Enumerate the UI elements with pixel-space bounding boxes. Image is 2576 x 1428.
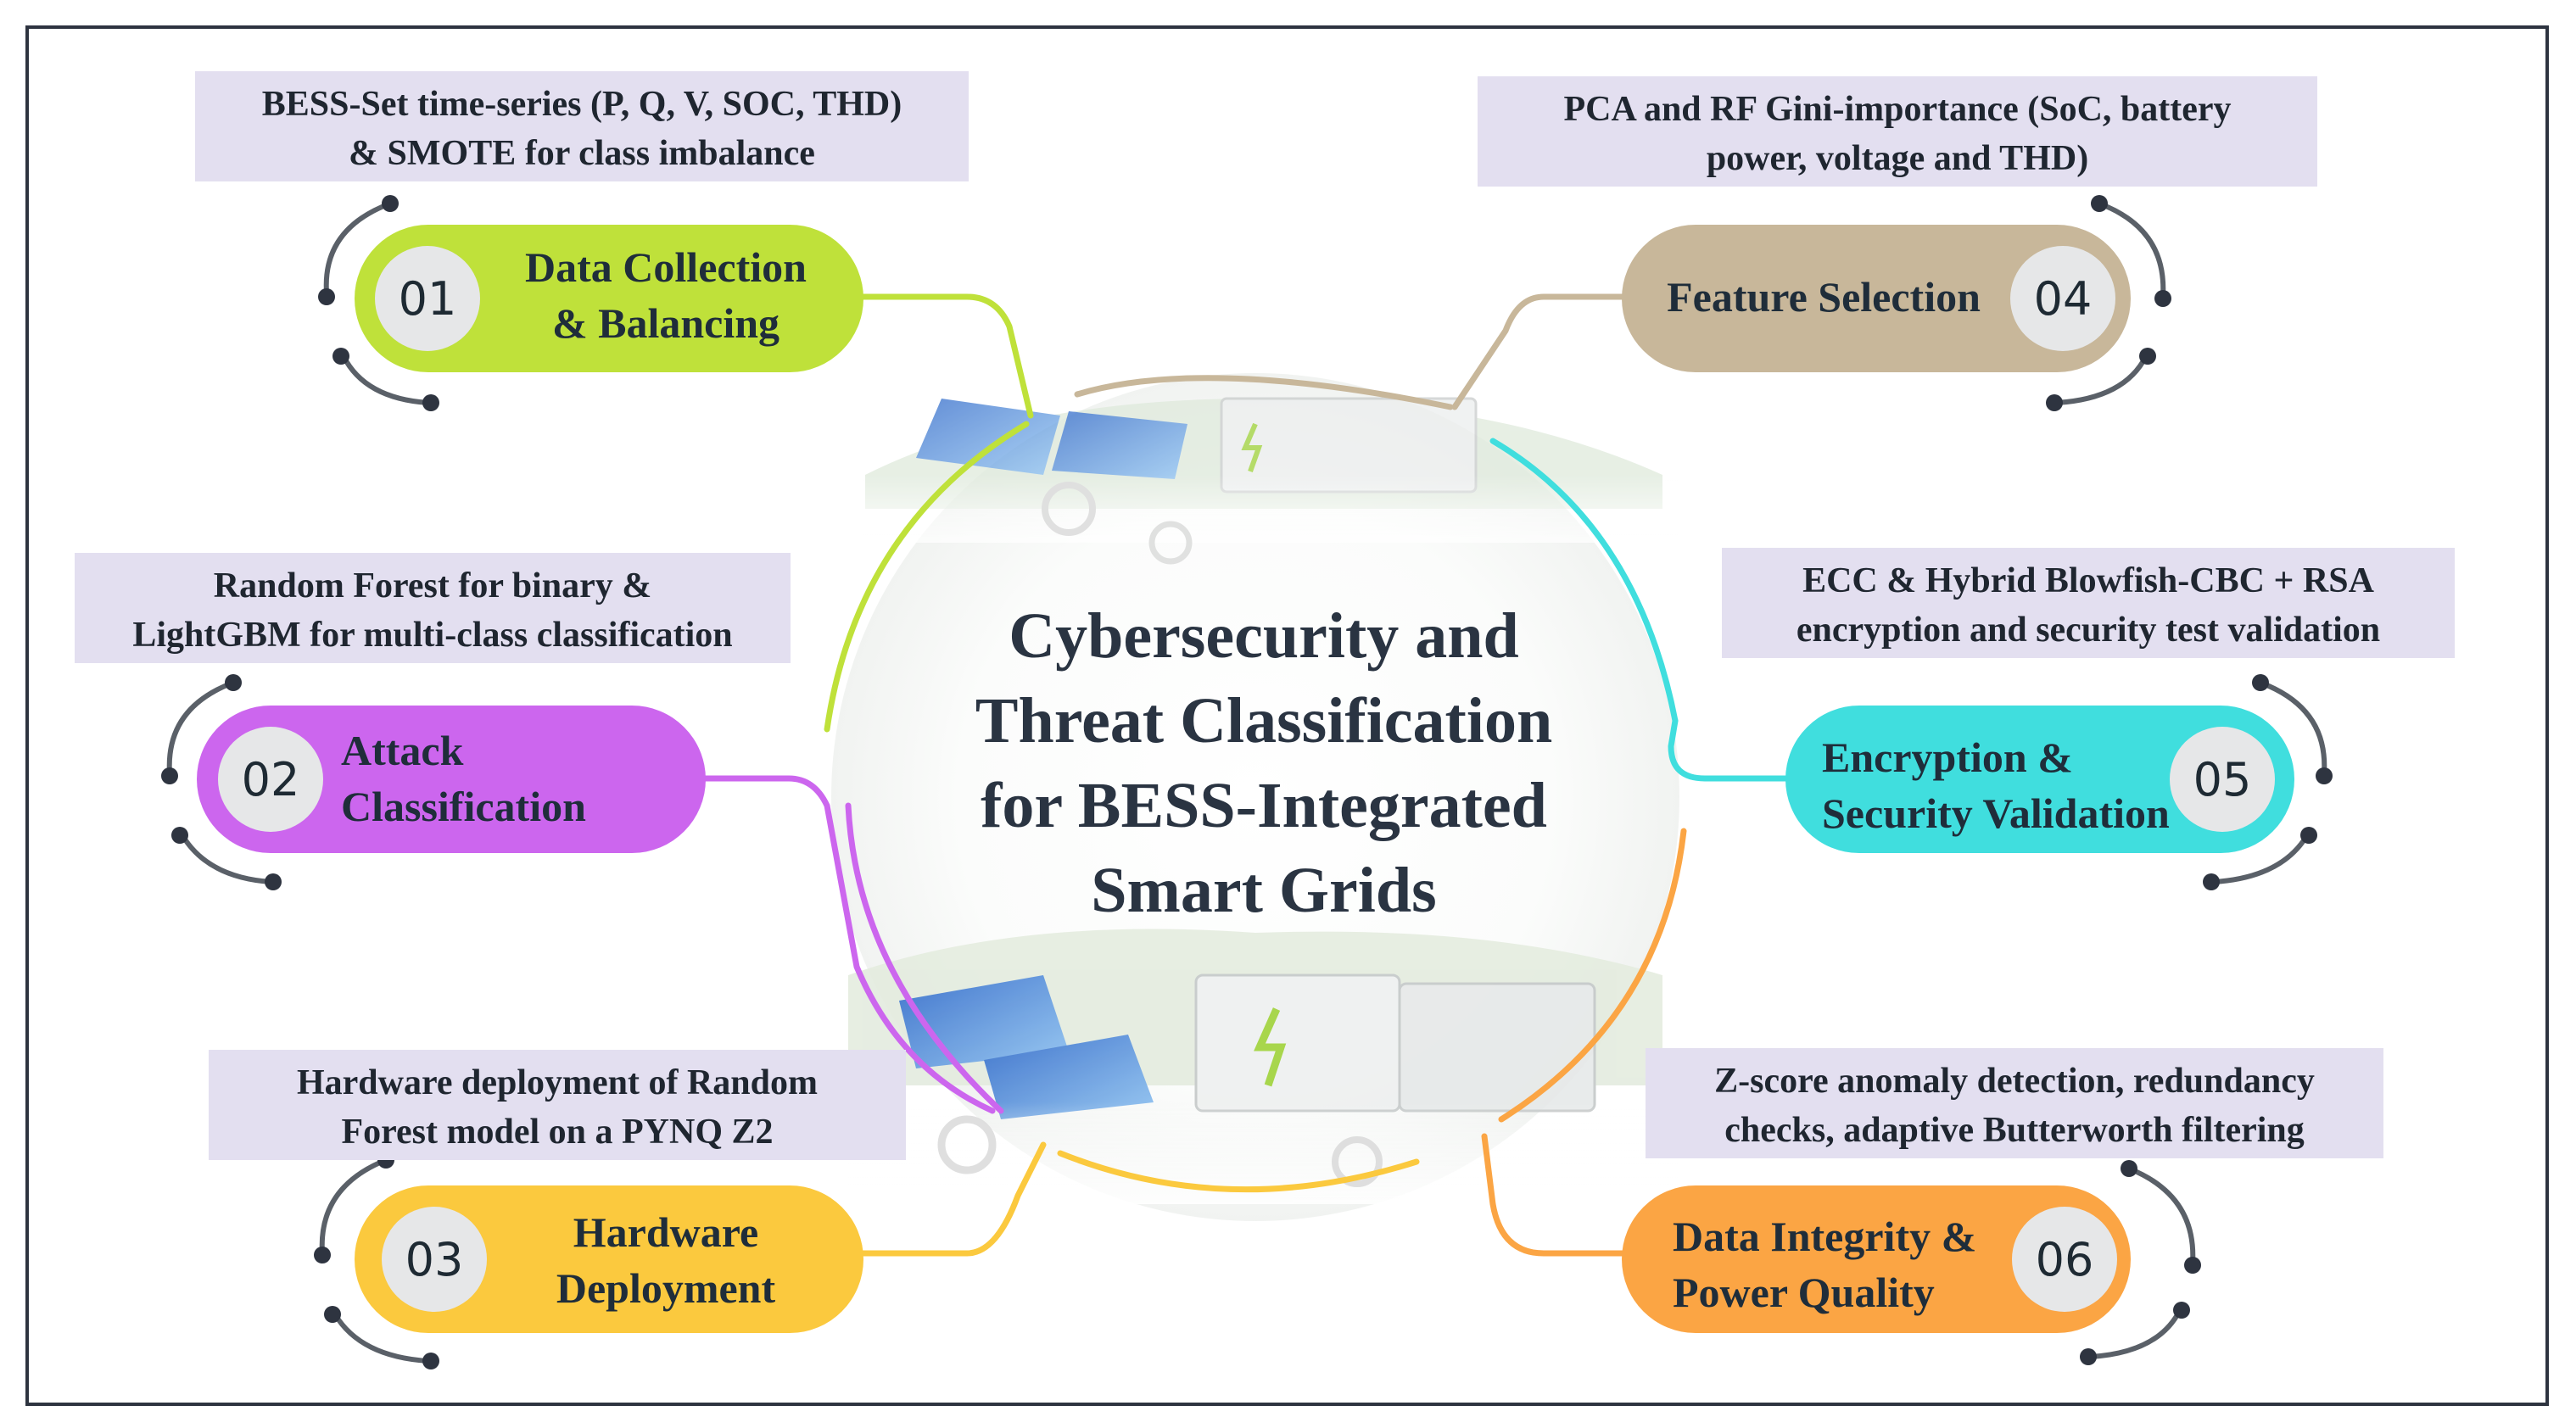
gear-icon <box>937 1115 997 1174</box>
connectors <box>701 293 1793 1257</box>
battery-container <box>1194 973 1401 1113</box>
step-5-description: ECC & Hybrid Blowfish-CBC + RSA encrypti… <box>1722 548 2455 658</box>
ring-arc-6 <box>1498 828 1687 1123</box>
solar-panel-icon <box>1052 411 1187 479</box>
bottom-scene <box>848 929 1679 1204</box>
bracket-5b <box>2213 834 2310 884</box>
ring-arc-3 <box>1057 1150 1420 1193</box>
step-3-number: 03 <box>382 1207 487 1312</box>
center-title-line: for BESS-Integrated <box>981 770 1547 841</box>
gear-icon <box>1332 1136 1383 1187</box>
step-2-title: Attack Classification <box>341 727 586 830</box>
step-4-description: PCA and RF Gini-importance (SoC, battery… <box>1478 76 2317 187</box>
battery-container <box>1398 982 1596 1113</box>
step-6-title: Data Integrity & Power Quality <box>1673 1213 1977 1316</box>
step-1-title: Data Collection & Balancing <box>525 243 807 347</box>
center-ring <box>824 375 1687 1193</box>
ring-arc-4 <box>1074 375 1454 410</box>
bracket-2a <box>166 680 235 774</box>
ring-arc-2 <box>845 802 1004 1114</box>
solar-panel-icon <box>984 1035 1154 1119</box>
connector-6 <box>1481 1133 1628 1257</box>
bracket-3a <box>319 1157 388 1254</box>
center-title-line: Threat Classification <box>975 685 1553 756</box>
solar-panel-icon <box>916 399 1060 475</box>
center-title: Cybersecurity and Threat Classification … <box>882 594 1646 933</box>
step-2-number: 02 <box>218 727 323 832</box>
step-4-number: 04 <box>2010 246 2115 351</box>
bracket-1b <box>341 354 429 405</box>
lightning-icon <box>1241 422 1263 473</box>
bracket-6a <box>2127 1166 2196 1264</box>
step-1-number: 01 <box>375 246 480 351</box>
ring-arc-5 <box>1489 438 1679 724</box>
bracket-2b <box>180 834 272 884</box>
top-scene <box>848 397 1679 565</box>
bracket-6b <box>2090 1308 2182 1359</box>
bracket-4b <box>2056 354 2149 405</box>
center-illustration <box>831 373 1679 1221</box>
bracket-5a <box>2259 680 2327 774</box>
bracket-4a <box>2098 201 2166 298</box>
bracket-decorations <box>166 201 2327 1364</box>
step-1-description: BESS-Set time-series (P, Q, V, SOC, THD)… <box>195 71 969 181</box>
gear-icon <box>1148 521 1193 565</box>
step-3-description: Hardware deployment of Random Forest mod… <box>209 1050 906 1160</box>
connector-3 <box>853 1141 1047 1257</box>
connector-4 <box>1451 293 1632 410</box>
lightning-icon <box>1254 1007 1287 1087</box>
step-6-description: Z-score anomaly detection, redundancy ch… <box>1646 1048 2383 1158</box>
bracket-3b <box>332 1313 429 1364</box>
step-2-description: Random Forest for binary & LightGBM for … <box>75 553 791 663</box>
connector-1 <box>853 293 1034 419</box>
step-3-title: Hardware Deployment <box>556 1208 776 1312</box>
step-4-title: Feature Selection <box>1667 273 1981 321</box>
step-5-number: 05 <box>2170 727 2275 832</box>
step-6-number: 06 <box>2012 1207 2117 1312</box>
step-5-title: Encryption & Security Validation <box>1822 734 2170 837</box>
gear-icon <box>1042 482 1096 536</box>
center-title-line: Smart Grids <box>1091 855 1437 926</box>
bracket-1a <box>323 201 392 293</box>
ring-arc-1 <box>824 421 1030 733</box>
connector-5 <box>1668 717 1793 782</box>
bracket-dots <box>161 195 2333 1369</box>
connector-2 <box>701 775 996 1114</box>
center-title-line: Cybersecurity and <box>1009 600 1519 672</box>
